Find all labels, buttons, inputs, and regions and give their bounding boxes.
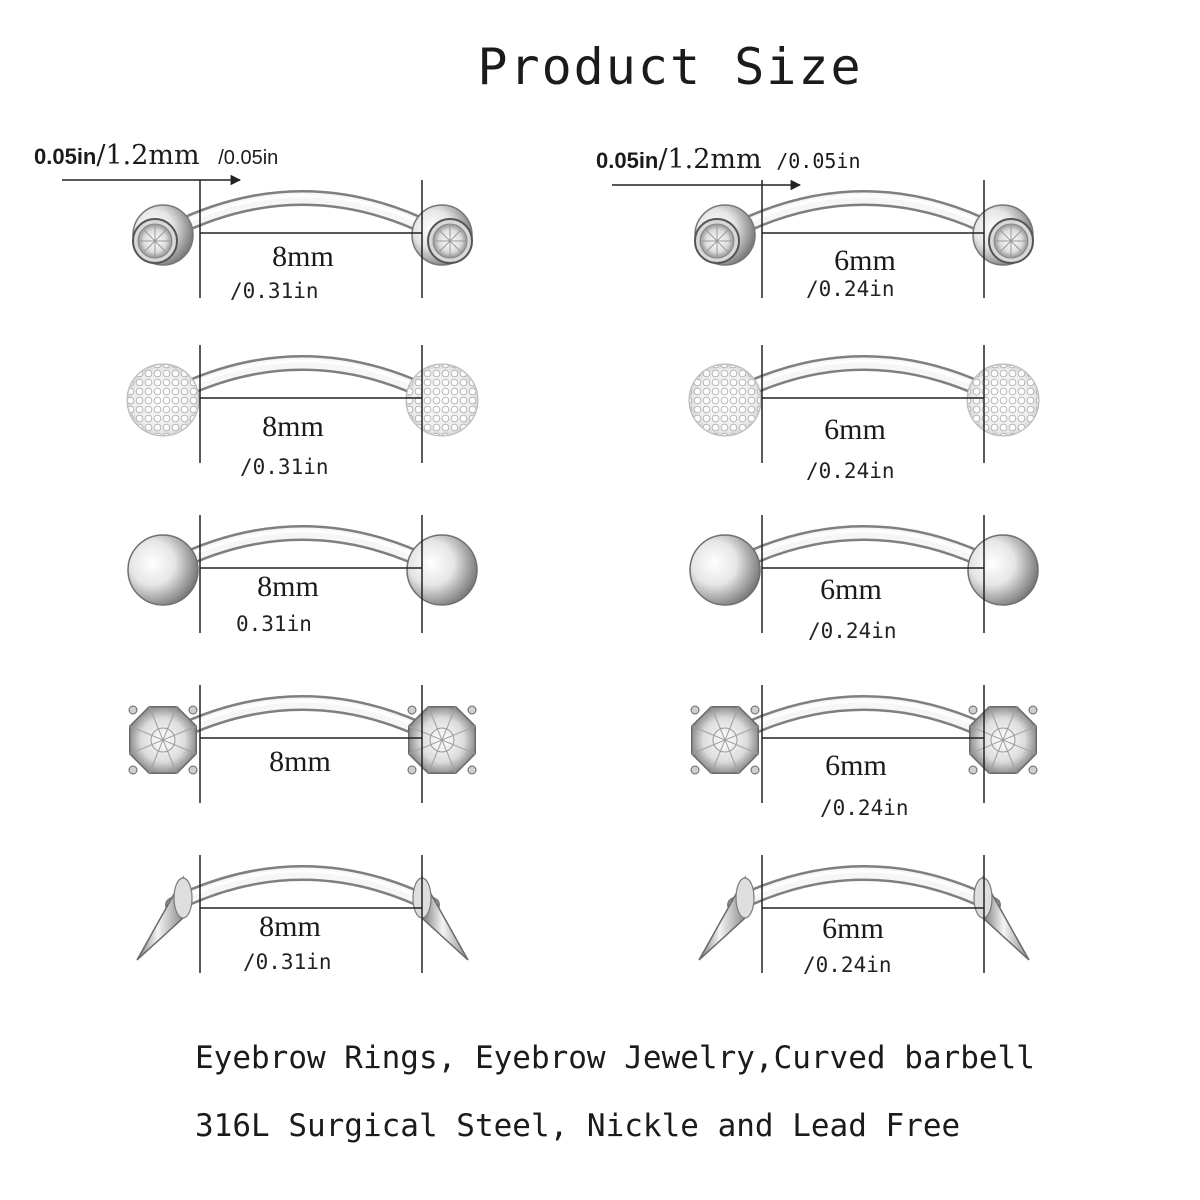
barbell-end-left-right-4	[690, 705, 760, 775]
barbell-left-5	[136, 855, 469, 973]
gauge-inch-right: 0.05in	[596, 148, 659, 173]
barbell-end-right-left-4	[407, 705, 477, 775]
barbell-end-left-right-5	[698, 875, 755, 961]
gauge-suffix-left: /0.05in	[218, 147, 279, 169]
size-mm-left-5: 8mm	[259, 910, 321, 943]
barbell-end-right-right-2	[966, 363, 1040, 437]
size-mm-right-4: 6mm	[825, 749, 887, 782]
size-inch-left-1: /0.31in	[230, 279, 319, 303]
size-mm-right-3: 6mm	[820, 573, 882, 606]
barbell-end-left-left-5	[136, 875, 193, 961]
barbell-end-right-left-2	[405, 363, 479, 437]
gauge-mm-right: /1.2mm	[658, 144, 762, 175]
barbell-end-right-left-1	[411, 204, 473, 266]
barbell-right-1	[694, 180, 1034, 298]
caption-product-type: Eyebrow Rings, Eyebrow Jewelry,Curved ba…	[195, 1040, 1035, 1076]
size-inch-left-5: /0.31in	[243, 950, 332, 974]
size-mm-left-2: 8mm	[262, 410, 324, 443]
size-inch-right-4: /0.24in	[820, 796, 909, 820]
barbell-left-1	[132, 180, 473, 298]
size-mm-right-2: 6mm	[824, 413, 886, 446]
size-mm-left-3: 8mm	[257, 570, 319, 603]
size-inch-right-3: /0.24in	[808, 619, 897, 643]
size-mm-left-1: 8mm	[272, 240, 334, 273]
size-inch-right-1: /0.24in	[806, 277, 895, 301]
barbell-end-left-left-4	[128, 705, 198, 775]
caption-material: 316L Surgical Steel, Nickle and Lead Fre…	[195, 1108, 961, 1144]
barbell-right-4	[690, 685, 1038, 803]
size-inch-left-3: 0.31in	[236, 612, 312, 636]
barbell-end-left-left-3	[127, 534, 199, 606]
barbell-end-right-right-3	[967, 534, 1039, 606]
barbell-end-right-right-1	[972, 204, 1034, 266]
page-title: Product Size	[477, 38, 863, 96]
gauge-suffix-right: /0.05in	[776, 149, 861, 173]
barbell-end-left-left-1	[132, 204, 194, 266]
size-mm-right-5: 6mm	[822, 912, 884, 945]
gauge-label-right: 0.05in/1.2mm /0.05in	[596, 144, 861, 175]
barbell-end-right-right-4	[968, 705, 1038, 775]
gauge-inch-left: 0.05in	[34, 144, 97, 169]
barbell-end-left-right-1	[694, 204, 756, 266]
barbell-right-3	[689, 515, 1039, 633]
gauge-label-left: 0.05in/1.2mm /0.05in	[34, 140, 278, 171]
barbell-end-right-right-5	[973, 875, 1030, 961]
barbell-left-4	[128, 685, 477, 803]
size-mm-right-1: 6mm	[834, 244, 896, 277]
size-inch-right-2: /0.24in	[806, 459, 895, 483]
barbell-left-2	[126, 345, 479, 463]
barbell-right-2	[688, 345, 1040, 463]
size-mm-left-4: 8mm	[269, 745, 331, 778]
barbell-left-3	[127, 515, 478, 633]
barbell-end-left-right-2	[688, 363, 762, 437]
barbell-end-left-right-3	[689, 534, 761, 606]
barbell-end-left-left-2	[126, 363, 200, 437]
gauge-mm-left: /1.2mm	[96, 140, 200, 171]
size-inch-left-2: /0.31in	[240, 455, 329, 479]
barbell-right-5	[698, 855, 1030, 973]
size-inch-right-5: /0.24in	[803, 953, 892, 977]
barbell-end-right-left-3	[406, 534, 478, 606]
